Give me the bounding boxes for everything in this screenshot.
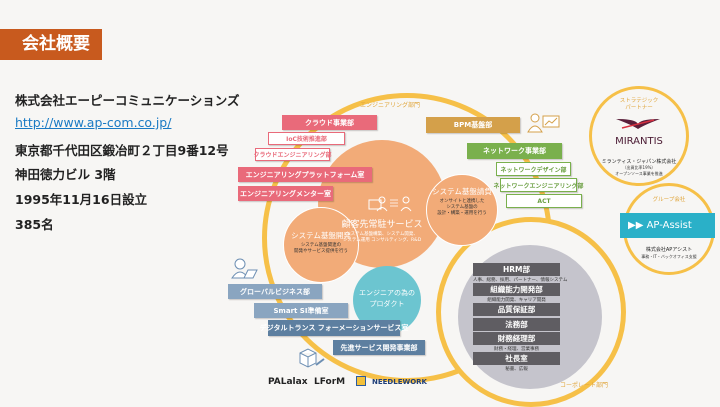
dept-box: エンジニアリングプラットフォーム室 (238, 167, 372, 182)
group-label: グループ会社 (652, 197, 686, 203)
product-circle-text: プロダクト (369, 300, 405, 308)
mirantis-logo-mark (616, 119, 660, 129)
company-name: 株式会社エーピーコミュニケーションズ (15, 93, 240, 108)
needlework-logo: NEEDLEWORK (372, 378, 427, 386)
corp-dept-box: HRM部 (473, 263, 560, 276)
people-icon (368, 196, 412, 212)
mirantis-desc: オープンソース事業を推進 (615, 171, 663, 176)
dept-box: ネットワークデザイン部 (496, 162, 571, 176)
company-employees: 385名 (15, 217, 54, 232)
box-wrench-icon (299, 348, 325, 368)
right-circle (426, 174, 498, 246)
corp-dept-box: 財務経理部 (473, 332, 560, 345)
dept-box: 先進サービス開発事業部 (333, 340, 425, 355)
lform-logo: LForM (314, 377, 346, 387)
dept-box: ACT (506, 194, 582, 208)
mirantis-company: ミランティス・ジャパン株式会社 (601, 159, 677, 165)
company-building: 神田徳力ビル 3階 (15, 167, 116, 182)
dept-box: Smart SI準備室 (254, 303, 348, 318)
user-laptop-icon (231, 258, 258, 279)
center-desc: システム基盤構築、システム開発、 (346, 232, 418, 237)
page-title: 会社概要 (0, 29, 102, 60)
apassist-banner: ▶▶ AP-Assist (620, 213, 715, 238)
corp-dept-desc: 秘書、広報 (505, 367, 528, 372)
right-circle-title: システム基盤請負 (432, 187, 492, 196)
needlework-icon (356, 376, 366, 386)
dept-box: グローバルビジネス部 (228, 284, 322, 299)
left-circle-desc: システム基盤関連の (300, 243, 342, 248)
apassist-company: 株式会社APアシスト (645, 247, 693, 253)
strategic-label: ストラテジック (619, 98, 659, 104)
dept-box: クラウドエンジニアリング部 (254, 148, 332, 161)
corporate-label: コーポレート部門 (560, 382, 609, 389)
strategic-label: パートナー (625, 105, 653, 111)
engineering-label: エンジニアリング部門 (360, 102, 421, 109)
dept-box: ネットワークエンジニアリング部 (494, 178, 584, 192)
left-circle (283, 207, 359, 283)
company-address: 東京都千代田区鍛冶町２丁目9番12号 (15, 143, 229, 158)
corp-dept-box: 社長室 (473, 352, 560, 365)
mirantis-logo: MIRANTIS (615, 136, 663, 147)
company-founded: 1995年11月16日設立 (15, 192, 148, 207)
apassist-desc: 事務・IT・バックオフィス支援 (641, 254, 697, 259)
analyst-icon (527, 113, 560, 133)
dept-box: IoC技術推進部 (268, 132, 345, 145)
corp-dept-box: 法務部 (473, 318, 560, 331)
apassist-logo: AP-Assist (646, 220, 692, 231)
palalax-logo: PALalax (268, 377, 308, 387)
dept-box: クラウド事業部 (282, 115, 377, 130)
left-circle-title: システム基盤開発 (291, 231, 351, 240)
corp-dept-desc: 財務・経理、営業事務 (494, 347, 539, 352)
corp-dept-desc: 人事、総務、採用、パートナー、情報システム (473, 278, 568, 283)
dept-box: デジタルトランス フォーメーションサービス室 (260, 320, 408, 336)
product-circle-text: エンジニアの為の (359, 289, 415, 297)
right-circle-desc: オンサイトと連携した (439, 199, 485, 204)
company-url-link[interactable]: http://www.ap-com.co.jp/ (15, 115, 172, 130)
right-circle-desc: システム基盤の (446, 205, 478, 210)
dept-box: エンジニアリングメンター室 (238, 186, 333, 201)
dept-box: ネットワーク事業部 (467, 143, 562, 159)
dept-box: BPM基盤部 (426, 117, 520, 133)
mirantis-desc: （出資比率19%） (622, 165, 656, 170)
strategic-partner-circle (589, 86, 689, 186)
play-icon: ▶▶ (628, 220, 647, 231)
corp-dept-box: 組織能力開発部 (473, 283, 560, 296)
center-desc: システム運用 コンサルティング、R&D (342, 238, 422, 243)
left-circle-desc: 開発やサービス提供を行う (294, 249, 348, 254)
corp-dept-desc: 組織能力開発、キャリア開発 (487, 298, 546, 303)
right-circle-desc: 設計・構築・運用を行う (437, 211, 487, 216)
center-title: 顧客先常駐サービス (341, 220, 423, 230)
corp-dept-box: 品質保証部 (473, 303, 560, 316)
